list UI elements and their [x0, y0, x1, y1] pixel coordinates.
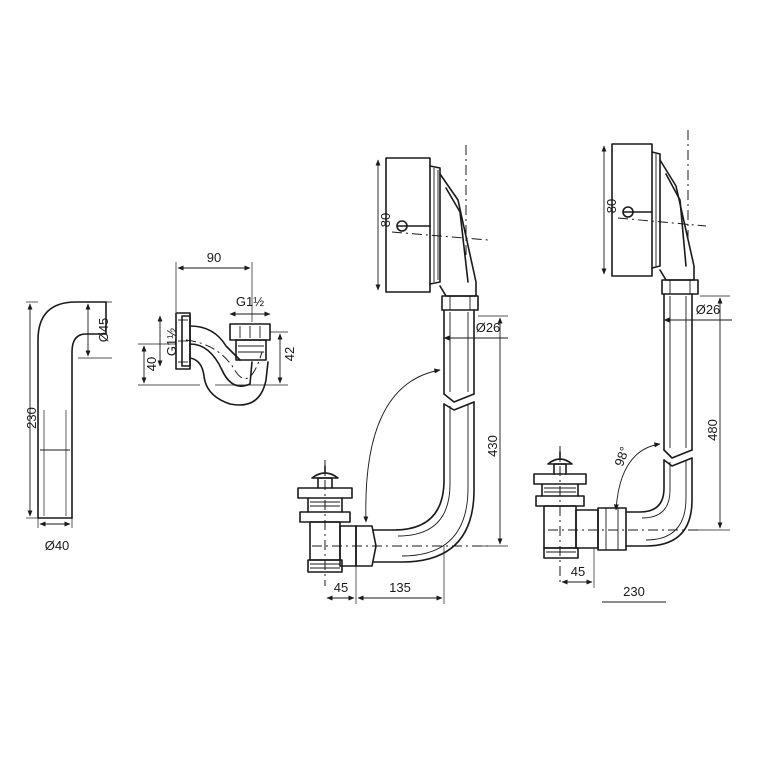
dim-480: 480: [705, 419, 720, 441]
siphon-trap: [138, 312, 288, 406]
part3-dimensions: 80 Ø26 430 45 135: [326, 159, 508, 604]
part1-dimensions: 230 Ø45 Ø40: [24, 301, 112, 553]
dim-90: 90: [207, 250, 221, 265]
thread-side: G1½: [164, 328, 179, 356]
part4-dimensions: 80 Ø26 480 98° 45 230: [561, 145, 732, 603]
angle-98: 98°: [611, 445, 632, 469]
dim-40: 40: [144, 357, 159, 371]
dim-230-right: 230: [623, 584, 645, 599]
bath-waste-overflow-rigid: [533, 130, 707, 582]
dim-45-right: 45: [571, 564, 585, 579]
dim-135: 135: [389, 580, 411, 595]
dim-bottom-diameter: Ø40: [45, 538, 70, 553]
dim-80-left: 80: [378, 213, 393, 227]
thread-top: G1½: [236, 294, 264, 309]
dim-430: 430: [485, 435, 500, 457]
dim-pipe-diameter-left: Ø26: [476, 320, 501, 335]
dim-45-left: 45: [334, 580, 348, 595]
dim-80-right: 80: [604, 199, 619, 213]
dim-pipe-diameter-right: Ø26: [696, 302, 721, 317]
dim-230-left: 230: [24, 407, 39, 429]
dim-outlet-diameter: Ø45: [96, 318, 111, 343]
dim-42: 42: [282, 347, 297, 361]
part2-dimensions: 90 G1½ G1½ 40 42: [138, 250, 297, 384]
bath-waste-overflow-flexible: [297, 145, 490, 586]
